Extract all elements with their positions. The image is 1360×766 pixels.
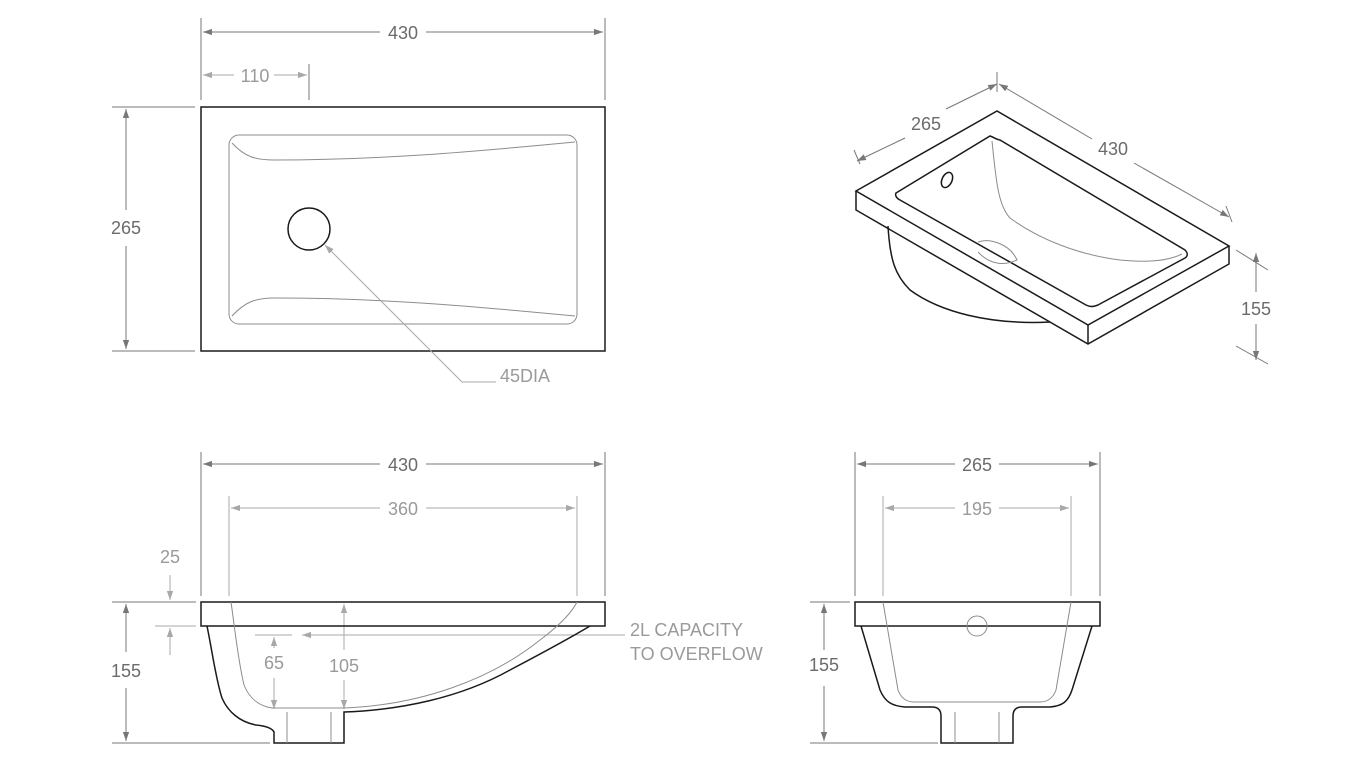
- iso-top-surface: [854, 110, 1231, 326]
- iso-view: 265 430 155: [853, 72, 1271, 365]
- iso-height-dimension: 155: [1241, 299, 1271, 319]
- side-view: 265 195 155: [809, 452, 1101, 744]
- front-bowl-depth-dimension: 105: [329, 656, 359, 676]
- side-height-dimension: 155: [809, 655, 839, 675]
- front-width-dimension: 430: [388, 455, 418, 475]
- front-rim-outline: [200, 601, 606, 627]
- side-bowl-width-dimension: 195: [962, 499, 992, 519]
- capacity-label-line1: 2L CAPACITY: [630, 620, 743, 640]
- top-width-dimension: 430: [388, 23, 418, 43]
- top-outer-outline: [200, 106, 606, 352]
- front-overflow-dimension: 65: [264, 653, 284, 673]
- front-rim-dimension: 25: [160, 547, 180, 567]
- iso-depth-dimension: 265: [911, 114, 941, 134]
- front-bowl-width-dimension: 360: [388, 499, 418, 519]
- top-bowl-outline: [228, 134, 578, 325]
- front-height-dimension: 155: [111, 661, 141, 681]
- iso-width-dimension: 430: [1098, 139, 1128, 159]
- top-view: 430 110 265 45DIA: [111, 18, 606, 386]
- side-bowl-outline: [860, 625, 1093, 744]
- waste-hole: [287, 207, 331, 251]
- front-bowl-outline: [206, 625, 591, 744]
- front-view: 430 360 25 155 65 105 2L CAPACITY TO OVE…: [111, 452, 763, 744]
- capacity-label-line2: TO OVERFLOW: [630, 644, 763, 664]
- top-depth-dimension: 265: [111, 218, 141, 238]
- side-rim-outline: [854, 601, 1101, 627]
- side-width-dimension: 265: [962, 455, 992, 475]
- top-offset-dimension: 110: [241, 66, 270, 86]
- overflow-hole: [966, 615, 988, 637]
- waste-callout: 45DIA: [500, 366, 550, 386]
